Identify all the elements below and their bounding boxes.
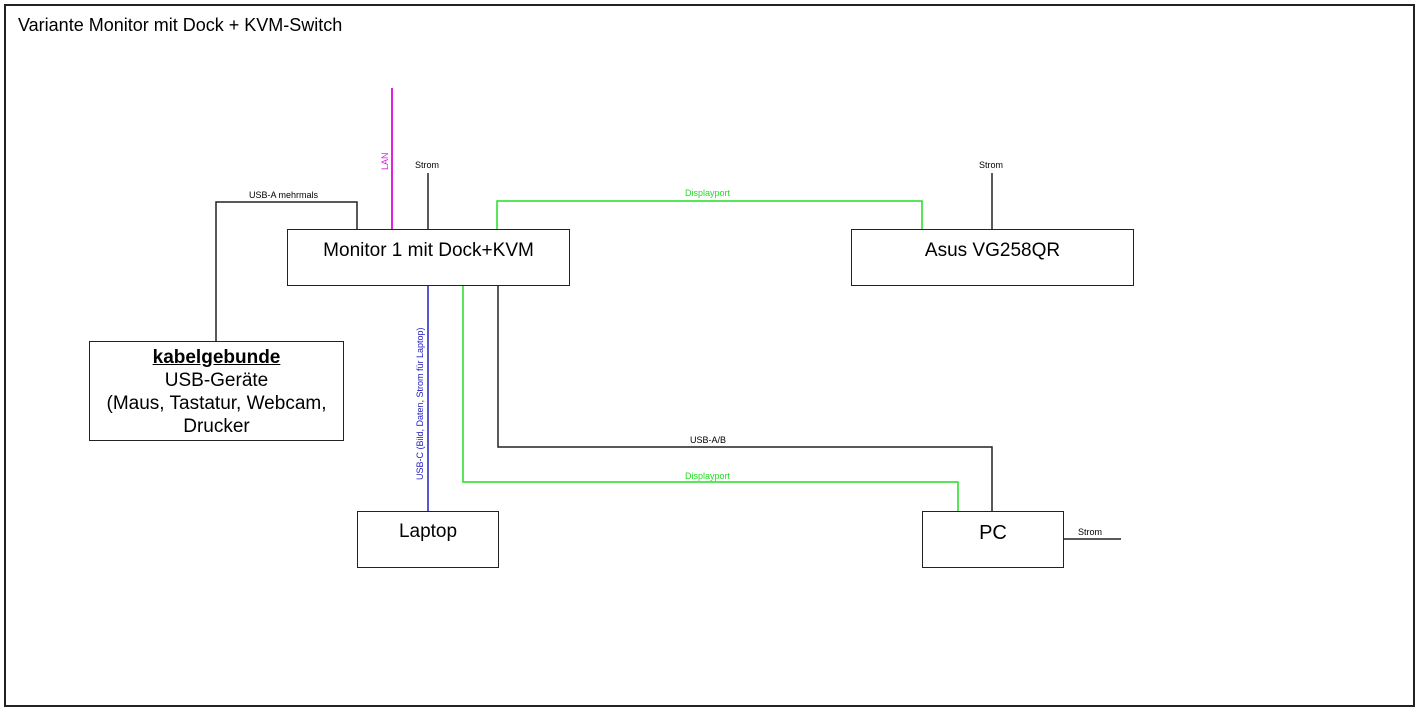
node-usb-devices-heading: kabelgebunde — [152, 347, 281, 368]
wire-usb-ab — [497, 285, 993, 511]
label-usb-a-multi: USB-A mehrmals — [249, 190, 319, 200]
wire-usb-a-multi — [215, 201, 358, 341]
node-usb-devices[interactable]: kabelgebunde USB-Geräte (Maus, Tastatur,… — [89, 341, 344, 441]
node-laptop[interactable]: Laptop — [357, 511, 499, 568]
node-laptop-label: Laptop — [398, 521, 458, 542]
wire-displayport-top — [496, 200, 923, 229]
label-strom-monitor1: Strom — [415, 160, 440, 170]
label-strom-pc: Strom — [1078, 527, 1103, 537]
node-monitor1-label: Monitor 1 mit Dock+KVM — [323, 240, 534, 261]
node-asus[interactable]: Asus VG258QR — [851, 229, 1134, 286]
label-lan: LAN — [380, 152, 390, 170]
node-asus-label: Asus VG258QR — [924, 240, 1061, 261]
label-usb-c: USB-C (Bild, Daten, Strom für Laptop) — [415, 327, 425, 480]
node-monitor1[interactable]: Monitor 1 mit Dock+KVM — [287, 229, 570, 286]
node-usb-devices-line1: USB-Geräte — [164, 370, 269, 391]
label-displayport-top: Displayport — [685, 188, 731, 198]
wire-displayport-bottom — [462, 285, 959, 511]
node-usb-devices-line3: Drucker — [183, 416, 250, 437]
diagram-frame — [4, 4, 1415, 707]
label-displayport-bottom: Displayport — [685, 471, 731, 481]
node-pc[interactable]: PC — [922, 511, 1064, 568]
node-pc-label: PC — [979, 522, 1007, 544]
diagram-title: Variante Monitor mit Dock + KVM-Switch — [18, 15, 343, 35]
node-usb-devices-line2: (Maus, Tastatur, Webcam, — [106, 393, 327, 414]
label-strom-asus: Strom — [979, 160, 1004, 170]
label-usb-ab: USB-A/B — [690, 435, 727, 445]
